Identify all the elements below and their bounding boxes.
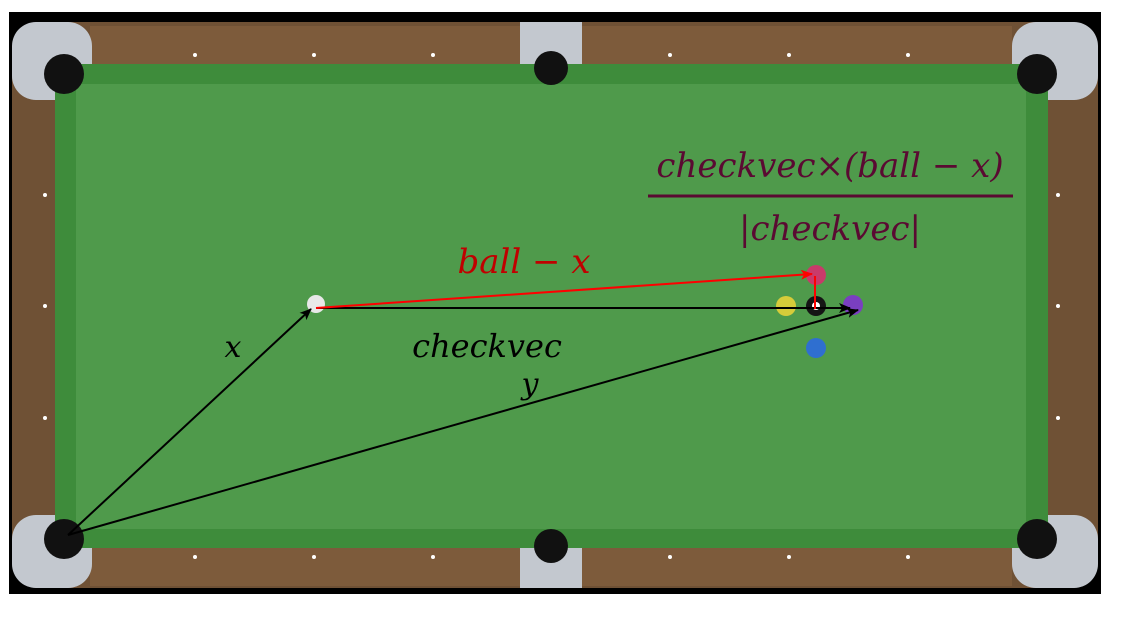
rail-wood-bottom-right (580, 548, 1012, 586)
formula-numerator: checkvec×(ball − x) (656, 146, 1003, 186)
rail-wood-bottom-left (90, 548, 522, 586)
yellow-ball (776, 296, 796, 316)
blue-ball (806, 338, 826, 358)
rail-wood-top-left (90, 26, 522, 64)
vector-x (67, 308, 312, 536)
diamond-markers (43, 53, 1060, 559)
vector-ball-minus-x (315, 269, 813, 309)
label-checkvec: checkvec (412, 327, 562, 365)
felt (76, 84, 1026, 529)
vector-y (67, 308, 859, 536)
label-y: y (520, 367, 540, 402)
label-x: x (225, 330, 242, 365)
formula-denominator: |checkvec| (739, 209, 921, 249)
rail-wood-top-right (580, 26, 1012, 64)
label-ball-minus-x: ball − x (457, 242, 590, 282)
pockets (44, 51, 1057, 563)
